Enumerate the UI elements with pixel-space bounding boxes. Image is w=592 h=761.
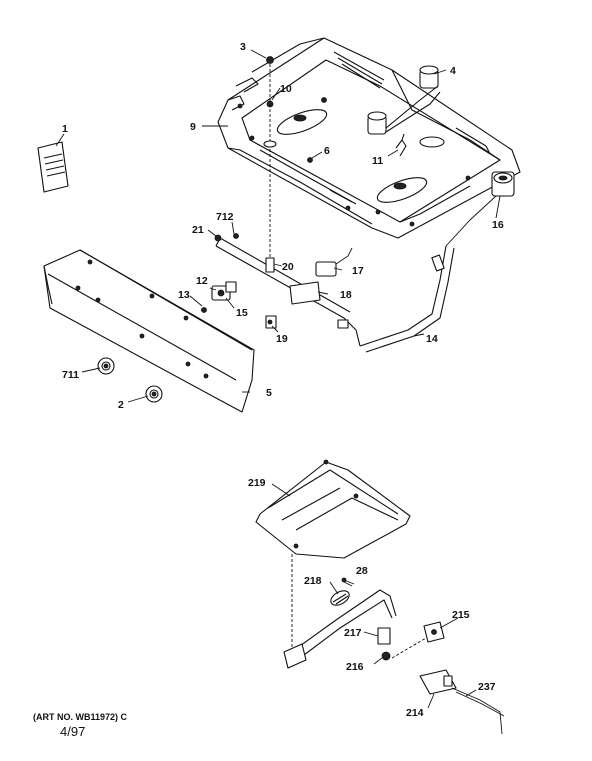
burner-baffle-219 bbox=[255, 459, 411, 559]
label-15: 15 bbox=[236, 307, 248, 319]
label-4: 4 bbox=[450, 65, 456, 77]
art-number: (ART NO. WB11972) C bbox=[33, 712, 128, 722]
label-217: 217 bbox=[344, 627, 362, 639]
label-214: 214 bbox=[406, 707, 424, 719]
igniter-4 bbox=[367, 65, 441, 135]
leader-lines bbox=[55, 49, 501, 709]
label-1: 1 bbox=[62, 123, 68, 135]
control-panel-5 bbox=[43, 249, 255, 413]
igniter-16 bbox=[491, 171, 515, 197]
manifold-assembly bbox=[201, 195, 497, 353]
literature-1 bbox=[37, 141, 69, 193]
burner-box-assembly bbox=[217, 37, 521, 239]
label-2: 2 bbox=[118, 399, 124, 411]
label-28: 28 bbox=[356, 565, 368, 577]
bracket-215 bbox=[423, 621, 445, 643]
screw-6 bbox=[307, 157, 313, 163]
label-712: 712 bbox=[216, 211, 234, 223]
label-18: 18 bbox=[340, 289, 352, 301]
screw-3 bbox=[266, 56, 274, 64]
label-9: 9 bbox=[190, 121, 196, 133]
part-labels: 1 3 4 9 10 6 11 16 21 712 20 17 18 12 13… bbox=[62, 41, 504, 719]
label-16: 16 bbox=[492, 219, 504, 231]
label-10: 10 bbox=[280, 83, 292, 95]
label-14: 14 bbox=[426, 333, 438, 345]
burner-tube-assembly bbox=[283, 577, 397, 669]
revision-date: 4/97 bbox=[60, 724, 86, 739]
label-3: 3 bbox=[240, 41, 246, 53]
label-13: 13 bbox=[178, 289, 190, 301]
label-21: 21 bbox=[192, 224, 204, 236]
label-216: 216 bbox=[346, 661, 364, 673]
label-19: 19 bbox=[276, 333, 288, 345]
label-219: 219 bbox=[248, 477, 266, 489]
label-5: 5 bbox=[266, 387, 272, 399]
label-17: 17 bbox=[352, 265, 364, 277]
label-237: 237 bbox=[478, 681, 496, 693]
label-20: 20 bbox=[282, 261, 294, 273]
label-711: 711 bbox=[62, 369, 79, 381]
dashed-215 bbox=[391, 637, 427, 659]
burner-port-cap bbox=[263, 140, 277, 148]
knob-2 bbox=[145, 385, 163, 403]
knob-711 bbox=[97, 357, 115, 375]
bracket-11 bbox=[395, 133, 407, 157]
label-218: 218 bbox=[304, 575, 322, 587]
label-215: 215 bbox=[452, 609, 470, 621]
label-11: 11 bbox=[372, 155, 383, 167]
label-6: 6 bbox=[324, 145, 330, 157]
label-12: 12 bbox=[196, 275, 208, 287]
igniter-214 bbox=[419, 669, 505, 735]
